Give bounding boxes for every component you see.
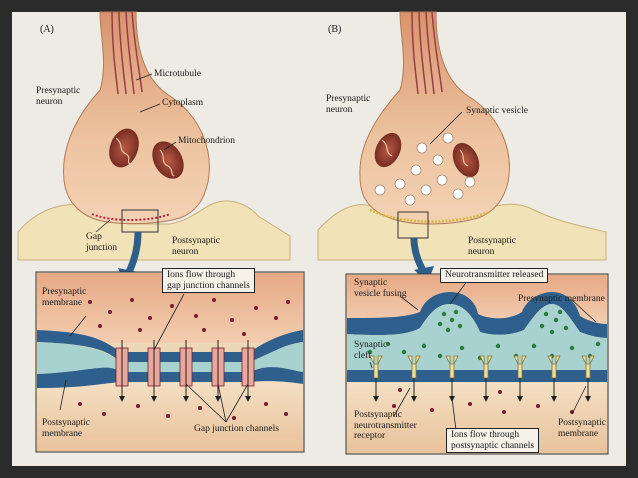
mitochondrion-a2 — [152, 141, 184, 179]
synaptic-vesicle-label: Synaptic vesicle — [466, 106, 528, 116]
zoom-chemical-synapse — [345, 273, 609, 455]
presynaptic-membrane-label-b: Presynaptic membrane — [518, 294, 605, 304]
receptors-b — [369, 355, 595, 379]
synaptic-vesicles-b — [374, 132, 476, 206]
mitochondrion-a1 — [109, 128, 139, 168]
cytoplasm-label: Cytoplasm — [162, 98, 204, 108]
presynaptic-soma-a — [63, 11, 210, 225]
panel-b-letter: (B) — [328, 24, 342, 35]
gap-junction-channels-label: Gap junction channels — [194, 424, 279, 434]
mitochondrion-b1 — [374, 132, 402, 168]
postsynaptic-neuron-a — [17, 200, 291, 261]
panel-a-letter: (A) — [40, 24, 54, 35]
neurotransmitter-released-box: Neurotransmitter released — [440, 268, 549, 283]
mitochondrion-label: Mitochondrion — [178, 136, 235, 146]
mitochondrion-b2 — [452, 142, 480, 178]
ions-a — [78, 298, 290, 420]
microtubule-label: Microtubule — [154, 69, 201, 79]
